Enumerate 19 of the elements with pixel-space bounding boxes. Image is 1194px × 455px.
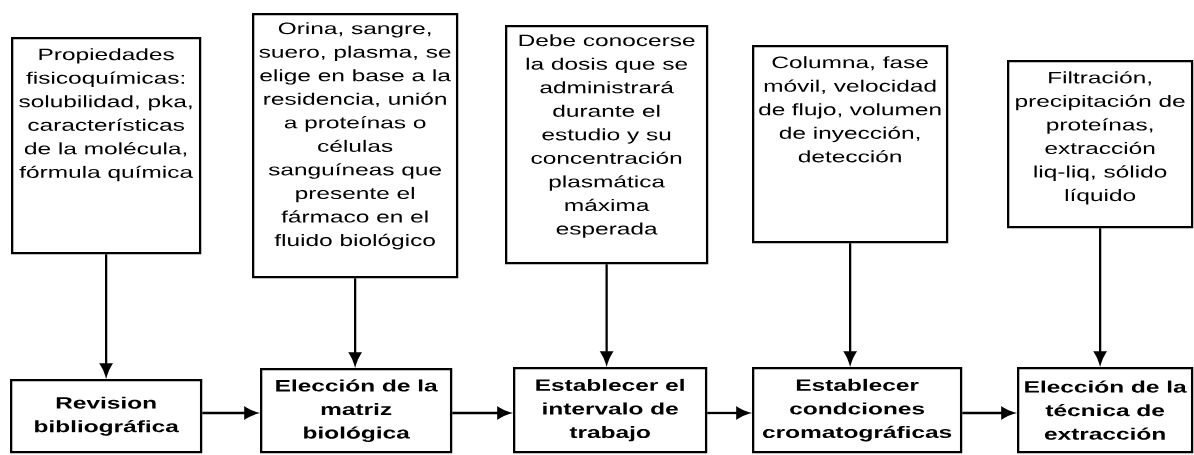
description-box: Propiedades fisicoquímicas: solubilidad, pka, características de la molécula, fórmula química — [11, 37, 202, 255]
step-box: Revision bibliográfica — [10, 379, 203, 454]
step-box: Elección de la técnica de extracción — [1017, 367, 1194, 454]
arrow — [349, 278, 362, 366]
description-box: Debe conocerse la dosis que se administrará durante el estudio y su concentración plasmática máxima esperada — [505, 25, 709, 265]
arrow — [600, 264, 613, 365]
step-box: Elección de la matriz biológica — [260, 368, 453, 454]
arrow — [452, 407, 511, 419]
step-box: Establecer condciones cromatográficas — [752, 367, 963, 454]
arrow — [202, 407, 258, 419]
arrow — [1094, 228, 1107, 365]
description-box: Filtración, precipitación de proteínas, extracción liq-liq, sólido líquido — [1007, 60, 1194, 229]
description-box: Orina, sangre, suero, plasma, se elige en base a la residencia, unión a proteínas o células sanguíneas que presente el fármaco en el fluido biológico — [252, 13, 459, 279]
step-box: Establecer el intervalo de trabajo — [513, 367, 708, 454]
arrow — [707, 407, 750, 419]
arrow — [962, 407, 1015, 419]
arrow — [844, 243, 857, 365]
description-box: Columna, fase móvil, velocidad de flujo, volumen de inyección, detección — [752, 45, 949, 244]
arrow — [100, 254, 113, 377]
